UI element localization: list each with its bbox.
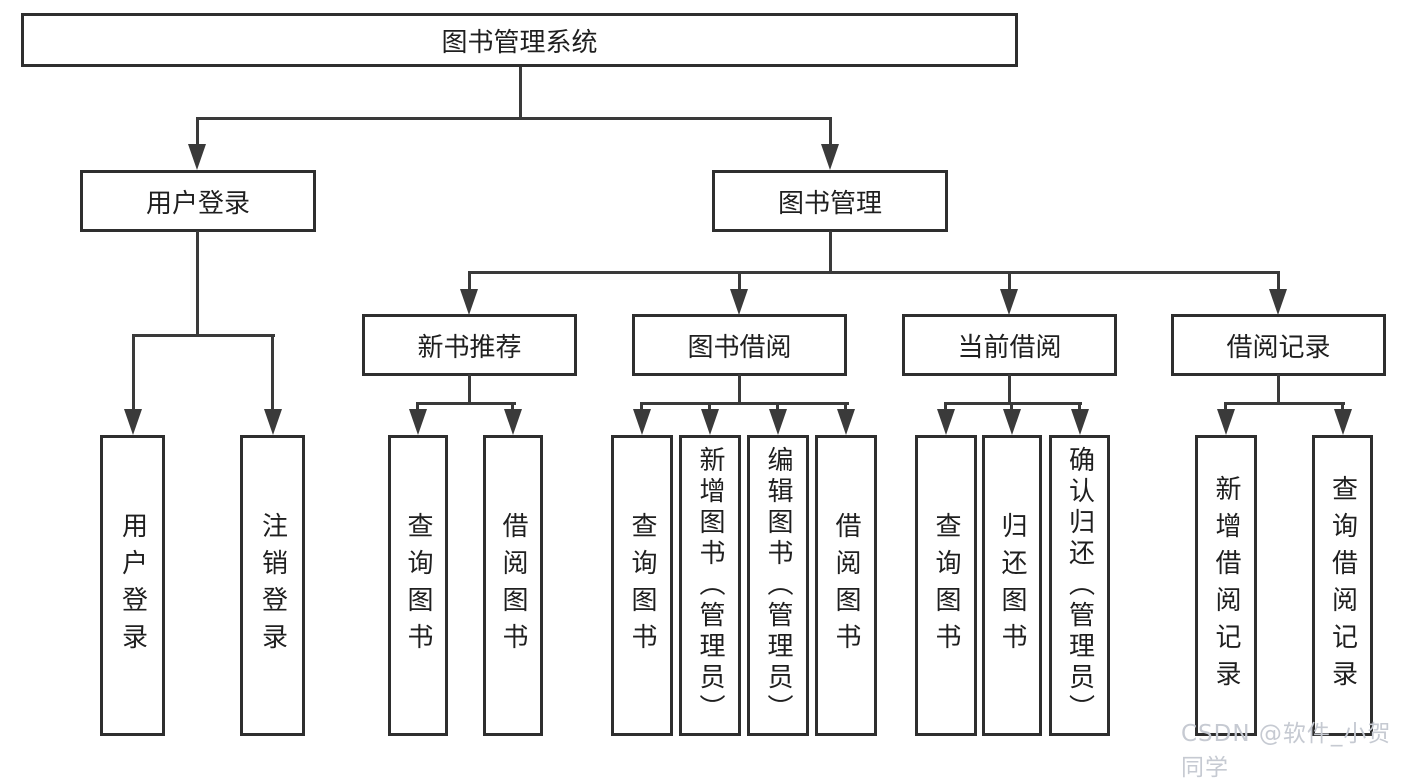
connector-drop-book-management bbox=[829, 117, 832, 147]
connector-drop-leaf bbox=[1078, 402, 1081, 412]
connector-login-bar bbox=[132, 334, 275, 337]
connector-drop-user-login bbox=[196, 117, 199, 147]
connector-l3-bar bbox=[944, 402, 1082, 405]
leaf-confirm-return-admin: 确认归还（管理员） bbox=[1049, 435, 1110, 736]
leaf-borrow-books-label: 借阅图书 bbox=[831, 511, 861, 660]
arrow-down-icon bbox=[504, 409, 522, 435]
arrow-down-icon bbox=[409, 409, 427, 435]
connector-drop-leaf bbox=[416, 402, 419, 412]
arrow-down-icon bbox=[1334, 409, 1352, 435]
connector-mgmt-bar bbox=[468, 271, 1280, 274]
leaf-query-books-borrow: 查询图书 bbox=[611, 435, 673, 736]
arrow-down-icon bbox=[1071, 409, 1089, 435]
leaf-edit-book-admin-label: 编辑图书（管理员） bbox=[763, 446, 793, 725]
node-new-book-recommend-label: 新书推荐 bbox=[417, 332, 522, 363]
arrow-down-icon bbox=[730, 289, 748, 315]
connector-l3-stub bbox=[1008, 374, 1011, 405]
arrow-down-icon bbox=[769, 409, 787, 435]
connector-l3-stub bbox=[468, 374, 471, 405]
arrow-down-icon bbox=[1269, 289, 1287, 315]
node-root-label: 图书管理系统 bbox=[441, 27, 598, 58]
connector-l3-stub bbox=[1277, 374, 1280, 405]
leaf-confirm-return-admin-label: 确认归还（管理员） bbox=[1064, 446, 1095, 725]
connector-l3-bar bbox=[416, 402, 516, 405]
leaf-return-books: 归还图书 bbox=[982, 435, 1042, 736]
node-borrow-records-label: 借阅记录 bbox=[1226, 332, 1331, 363]
connector-drop-l3 bbox=[468, 271, 471, 293]
leaf-logout-label: 注销登录 bbox=[257, 511, 288, 660]
connector-drop-leaf bbox=[640, 402, 643, 412]
connector-drop-l3 bbox=[1008, 271, 1011, 293]
connector-root-bar bbox=[196, 117, 832, 120]
leaf-edit-book-admin: 编辑图书（管理员） bbox=[747, 435, 809, 736]
leaf-add-borrow-record-label: 新增借阅记录 bbox=[1211, 474, 1241, 697]
connector-drop-leaf bbox=[944, 402, 947, 412]
connector-l3-bar bbox=[1224, 402, 1345, 405]
arrow-down-icon bbox=[633, 409, 651, 435]
leaf-user-login-label: 用户登录 bbox=[117, 511, 148, 660]
leaf-borrow-books-recommend: 借阅图书 bbox=[483, 435, 543, 736]
leaf-query-books-recommend: 查询图书 bbox=[388, 435, 448, 736]
node-book-borrow-label: 图书借阅 bbox=[687, 332, 792, 363]
leaf-borrow-books: 借阅图书 bbox=[815, 435, 877, 736]
connector-drop-leaf bbox=[1010, 402, 1013, 412]
leaf-logout: 注销登录 bbox=[240, 435, 305, 736]
leaf-return-books-label: 归还图书 bbox=[997, 511, 1027, 660]
arrow-down-icon bbox=[1217, 409, 1235, 435]
leaf-user-login: 用户登录 bbox=[100, 435, 165, 736]
arrow-down-icon bbox=[821, 144, 839, 170]
connector-l3-bar bbox=[640, 402, 849, 405]
connector-drop-leaf bbox=[1224, 402, 1227, 412]
node-new-book-recommend: 新书推荐 bbox=[362, 314, 577, 376]
arrow-down-icon bbox=[460, 289, 478, 315]
leaf-borrow-books-recommend-label: 借阅图书 bbox=[498, 511, 528, 660]
node-user-login: 用户登录 bbox=[80, 170, 316, 232]
leaf-query-books-current-label: 查询图书 bbox=[931, 511, 961, 660]
leaf-query-books-recommend-label: 查询图书 bbox=[403, 511, 433, 660]
leaf-add-borrow-record: 新增借阅记录 bbox=[1195, 435, 1257, 736]
connector-drop-leaf bbox=[132, 334, 135, 412]
leaf-query-books-borrow-label: 查询图书 bbox=[627, 511, 657, 660]
arrow-down-icon bbox=[937, 409, 955, 435]
connector-drop-l3 bbox=[1277, 271, 1280, 293]
connector-drop-leaf bbox=[271, 334, 274, 412]
connector-mgmt-stub bbox=[829, 231, 832, 274]
node-current-borrow: 当前借阅 bbox=[902, 314, 1117, 376]
leaf-query-books-current: 查询图书 bbox=[915, 435, 977, 736]
connector-login-stub bbox=[196, 231, 199, 337]
node-book-management: 图书管理 bbox=[712, 170, 948, 232]
node-user-login-label: 用户登录 bbox=[145, 188, 250, 219]
arrow-down-icon bbox=[1003, 409, 1021, 435]
node-book-borrow: 图书借阅 bbox=[632, 314, 847, 376]
node-root: 图书管理系统 bbox=[21, 13, 1018, 67]
connector-drop-leaf bbox=[708, 402, 711, 412]
node-borrow-records: 借阅记录 bbox=[1171, 314, 1386, 376]
watermark-text: CSDN @软件_小贺同学 bbox=[1181, 721, 1392, 781]
connector-drop-leaf bbox=[1341, 402, 1344, 412]
leaf-add-book-admin: 新增图书（管理员） bbox=[679, 435, 741, 736]
connector-drop-l3 bbox=[738, 271, 741, 293]
leaf-query-borrow-record-label: 查询借阅记录 bbox=[1327, 474, 1358, 697]
connector-l3-stub bbox=[738, 374, 741, 405]
arrow-down-icon bbox=[701, 409, 719, 435]
connector-root-stub bbox=[519, 67, 522, 119]
leaf-add-book-admin-label: 新增图书（管理员） bbox=[695, 446, 725, 725]
node-current-borrow-label: 当前借阅 bbox=[957, 332, 1062, 363]
arrow-down-icon bbox=[124, 409, 142, 435]
arrow-down-icon bbox=[1000, 289, 1018, 315]
arrow-down-icon bbox=[837, 409, 855, 435]
arrow-down-icon bbox=[188, 144, 206, 170]
connector-drop-leaf bbox=[511, 402, 514, 412]
connector-drop-leaf bbox=[776, 402, 779, 412]
leaf-query-borrow-record: 查询借阅记录 bbox=[1312, 435, 1373, 736]
connector-drop-leaf bbox=[844, 402, 847, 412]
node-book-management-label: 图书管理 bbox=[777, 188, 882, 219]
arrow-down-icon bbox=[264, 409, 282, 435]
